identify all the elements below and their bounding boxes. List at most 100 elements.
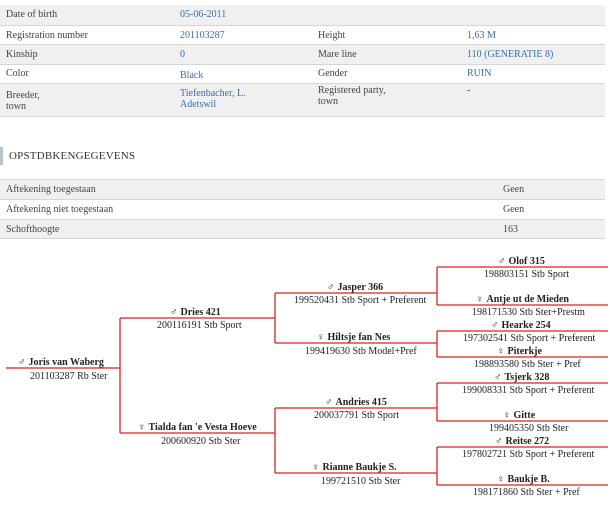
pedigree-ds-sub: 200037791 Stb Sport — [314, 410, 400, 421]
pedigree-dd-name[interactable]: ♀Rianne Baukje S. — [312, 462, 397, 473]
pedigree-dam-name[interactable]: ♀Tialda fan 'e Vesta Hoeve — [138, 422, 257, 433]
registered-party-label-line1: Registered party, — [318, 85, 386, 96]
pedigree-dss-sub: 199008331 Stb Sport + Preferent — [462, 385, 595, 396]
female-icon: ♀ — [497, 474, 505, 485]
pedigree-ssd-name-text: Antje ut de Mieden — [486, 294, 570, 305]
pedigree-sire-name[interactable]: ♂Dries 421 — [170, 307, 221, 318]
pedigree-self-sub: 201103287 Rb Ster — [30, 371, 108, 382]
registration-label: Registration number — [6, 30, 88, 41]
male-icon: ♂ — [495, 436, 503, 447]
color-value: Black — [180, 70, 204, 81]
pedigree-sd-sub: 199419630 Stb Model+Pref — [305, 346, 417, 357]
breeder-value-line1: Tiefenbacher, L. — [180, 88, 246, 99]
pedigree-sds-name-text: Hearke 254 — [501, 320, 551, 331]
female-icon: ♀ — [503, 410, 511, 421]
pedigree-ss-sub: 199520431 Stb Sport + Preferent — [294, 295, 427, 306]
male-icon: ♂ — [327, 282, 335, 293]
pedigree-dsd-sub: 199405350 Stb Ster — [489, 423, 569, 434]
divider — [0, 44, 605, 45]
divider — [0, 219, 605, 220]
pedigree-dss-name-text: Tsjerk 328 — [504, 372, 550, 383]
pedigree-dd-name-text: Rianne Baukje S. — [322, 462, 397, 473]
height-value: 1,63 M — [467, 30, 496, 41]
kinship-value: 0 — [180, 49, 185, 60]
female-icon: ♀ — [476, 294, 484, 305]
studbook-value: Geen — [503, 204, 525, 215]
divider — [0, 25, 605, 26]
studbook-value: 163 — [503, 224, 518, 235]
registered-party-label: Registered party, town — [318, 85, 386, 107]
pedigree-ss-name[interactable]: ♂Jasper 366 — [327, 282, 383, 293]
row-shade — [0, 180, 605, 199]
pedigree-sdd-name[interactable]: ♀Piterkje — [497, 346, 542, 357]
divider — [0, 83, 605, 84]
female-icon: ♀ — [138, 422, 146, 433]
male-icon: ♂ — [325, 397, 333, 408]
pedigree-dsd-name-text: Gitte — [513, 410, 536, 421]
pedigree-ds-name-text: Andries 415 — [335, 397, 387, 408]
pedigree-ddd-sub: 198171860 Stb Ster + Pref — [473, 487, 580, 498]
gender-value: RUIN — [467, 68, 492, 79]
pedigree-dam-name-text: Tialda fan 'e Vesta Hoeve — [148, 422, 257, 433]
divider — [0, 238, 605, 239]
height-label: Height — [318, 30, 346, 41]
pedigree-ds-name[interactable]: ♂Andries 415 — [325, 397, 387, 408]
breeder-value-line2: Adetswil — [180, 99, 217, 110]
pedigree-ssd-name[interactable]: ♀Antje ut de Mieden — [476, 294, 569, 305]
kinship-label: Kinship — [6, 49, 38, 60]
pedigree-sdd-sub: 198893580 Stb Ster + Pref — [474, 359, 581, 370]
studbook-value: Geen — [503, 184, 525, 195]
pedigree-dss-name[interactable]: ♂Tsjerk 328 — [494, 372, 549, 383]
male-icon: ♂ — [170, 307, 178, 318]
breeder-label-line1: Breeder, — [6, 90, 40, 101]
dob-label: Date of birth — [6, 9, 58, 20]
row-shade — [0, 44, 605, 64]
pedigree-dsd-name[interactable]: ♀Gitte — [503, 410, 535, 421]
mare-line-value: 110 (GENERATIE 8) — [467, 49, 554, 60]
studbook-label: Aftekening toegestaan — [6, 184, 96, 195]
studbook-label: Aftekening niet toegestaan — [6, 204, 114, 215]
divider — [0, 179, 605, 180]
pedigree-dds-name-text: Reitse 272 — [505, 436, 550, 447]
pedigree-sss-name[interactable]: ♂Olof 315 — [498, 256, 545, 267]
row-shade — [0, 219, 605, 238]
divider — [0, 64, 605, 65]
pedigree-self-name[interactable]: ♂Joris van Waberg — [18, 357, 104, 368]
pedigree-ssd-sub: 198171530 Stb Ster+Prestm — [472, 307, 585, 318]
pedigree-sss-name-text: Olof 315 — [508, 256, 545, 267]
studbook-label: Schofthoogte — [6, 224, 60, 235]
gender-label: Gender — [318, 68, 348, 79]
pedigree-dds-name[interactable]: ♂Reitse 272 — [495, 436, 549, 447]
color-label: Color — [6, 68, 29, 79]
registered-party-label-line2: town — [318, 96, 338, 107]
breeder-value: Tiefenbacher, L. Adetswil — [180, 88, 246, 110]
female-icon: ♀ — [312, 462, 320, 473]
pedigree-ddd-name-text: Baukje B. — [507, 474, 550, 485]
pedigree-self-name-text: Joris van Waberg — [28, 357, 104, 368]
pedigree-ddd-name[interactable]: ♀Baukje B. — [497, 474, 550, 485]
row-shade — [0, 5, 605, 25]
divider — [0, 199, 605, 200]
pedigree-dd-sub: 199721510 Stb Ster — [321, 476, 401, 487]
female-icon: ♀ — [317, 332, 325, 343]
pedigree-sire-sub: 200116191 Stb Sport — [157, 320, 242, 331]
row-shade — [0, 83, 605, 116]
divider — [0, 116, 605, 117]
pedigree-sss-sub: 198803151 Stb Sport — [484, 269, 570, 280]
male-icon: ♂ — [498, 256, 506, 267]
dob-value: 05-06-2011 — [180, 9, 227, 20]
pedigree-dds-sub: 197802721 Stb Sport + Preferent — [462, 449, 595, 460]
pedigree-sd-name[interactable]: ♀Hiltsje fan Nes — [317, 332, 390, 343]
mare-line-label: Mare line — [318, 49, 357, 60]
pedigree-sdd-name-text: Piterkje — [507, 346, 542, 357]
registration-value: 201103287 — [180, 30, 225, 41]
breeder-label-line2: town — [6, 101, 26, 112]
breeder-label: Breeder, town — [6, 90, 40, 112]
pedigree-sds-name[interactable]: ♂Hearke 254 — [491, 320, 551, 331]
pedigree-sd-name-text: Hiltsje fan Nes — [327, 332, 391, 343]
pedigree-dam-sub: 200600920 Stb Ster — [161, 436, 241, 447]
male-icon: ♂ — [494, 372, 502, 383]
male-icon: ♂ — [491, 320, 499, 331]
pedigree-ss-name-text: Jasper 366 — [337, 282, 384, 293]
